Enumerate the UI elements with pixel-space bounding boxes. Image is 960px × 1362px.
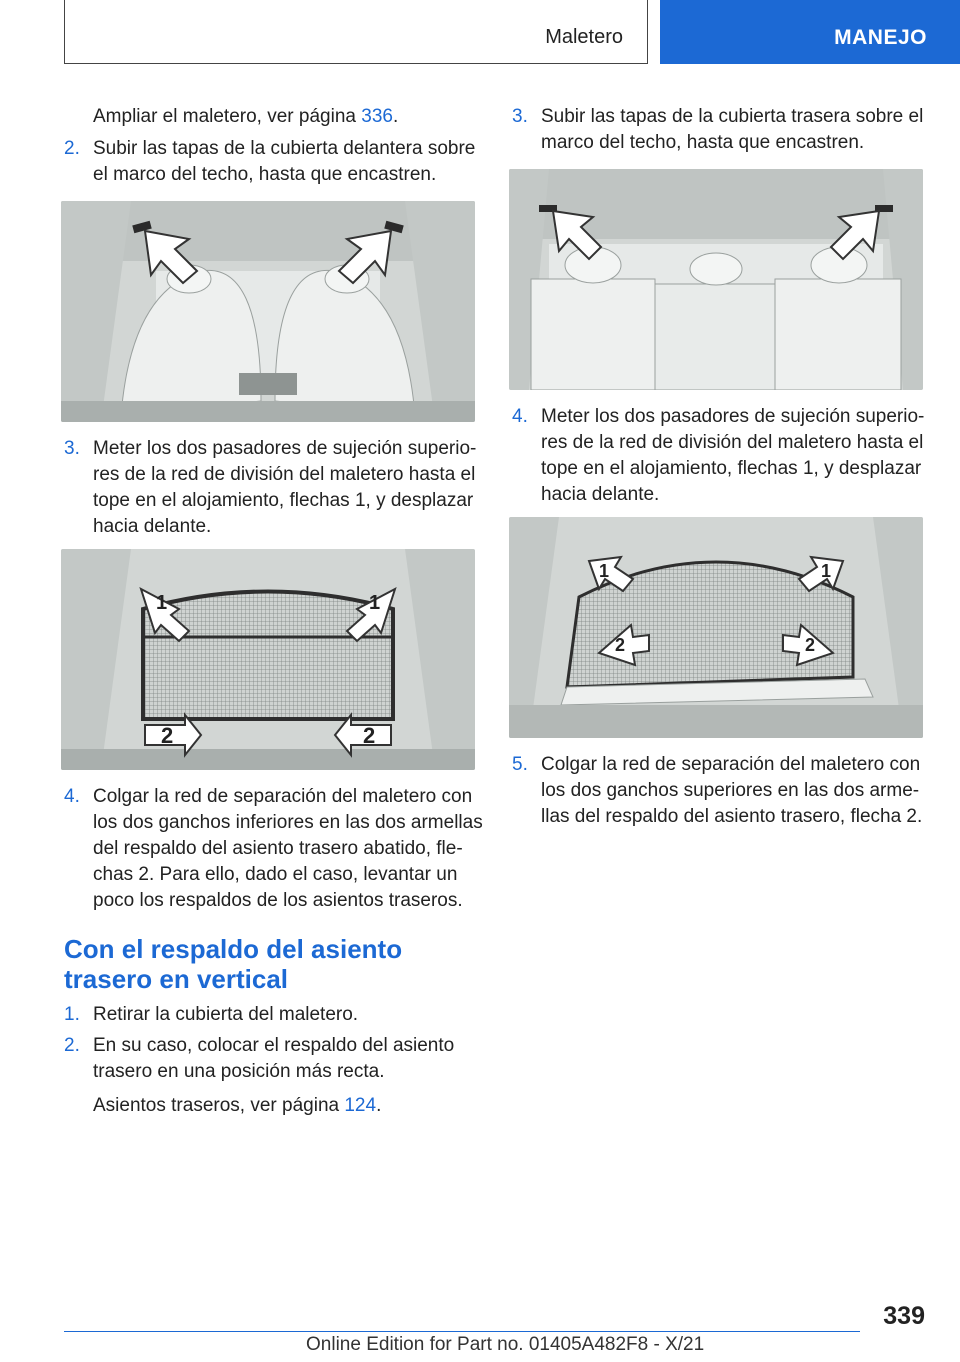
step-line: poco los respaldos de los asientos trase… <box>93 890 463 911</box>
arrow-icon <box>139 586 397 758</box>
step-line: los dos ganchos superiores en las dos ar… <box>541 780 920 801</box>
intro-end: . <box>392 106 399 127</box>
seats-text: Asientos traseros, ver página <box>93 1095 345 1116</box>
step-line: del respaldo del asiento trasero abatido… <box>93 838 463 859</box>
step-line: trasero en una posición más recta. <box>93 1061 385 1082</box>
arrow-icon <box>587 555 845 667</box>
step-line: tope en el alojamiento, flechas 1, y des… <box>541 458 922 479</box>
step-number: 2. <box>64 138 80 159</box>
figure-rear-cover-clips <box>509 169 923 390</box>
arrow-label-2: 2 <box>161 723 173 748</box>
arrow-icon <box>143 229 393 285</box>
step-line: Meter los dos pasadores de sujeción supe… <box>541 406 925 427</box>
header-section-box: Maletero <box>64 0 648 64</box>
seats-reference: Asientos traseros, ver página 124. <box>93 1093 381 1119</box>
step-line: Subir las tapas de la cubierta delantera… <box>93 138 476 159</box>
seats-end: . <box>376 1095 382 1116</box>
figure-net-rear-mount: 1 1 2 2 <box>509 517 923 738</box>
step-line: tope en el alojamiento, flechas 1, y des… <box>93 490 474 511</box>
arrow-label-2: 2 <box>805 635 815 655</box>
figure-front-cover-clips <box>61 201 475 422</box>
step-number: 4. <box>64 786 80 807</box>
arrow-label-1: 1 <box>156 592 167 614</box>
chapter-tab-label: MANEJO <box>834 26 927 49</box>
step-line: los dos ganchos inferiores en las dos ar… <box>93 812 483 833</box>
step-number: 2. <box>64 1035 80 1056</box>
step-line: Meter los dos pasadores de sujeción supe… <box>93 438 477 459</box>
step-line: Retirar la cubierta del maletero. <box>93 1004 359 1025</box>
chapter-tab[interactable]: MANEJO <box>660 0 960 64</box>
page-link-336[interactable]: 336 <box>361 106 393 127</box>
step-line: Subir las tapas de la cubierta trasera s… <box>541 106 924 127</box>
step-line: Colgar la red de separación del maletero… <box>93 786 473 807</box>
footer-divider <box>64 1331 860 1332</box>
intro-text: Ampliar el maletero, ver página <box>93 106 362 127</box>
page-number: 339 <box>883 1302 925 1330</box>
step-line: res de la red de división del maletero h… <box>93 464 476 485</box>
step-line: chas 2. Para ello, dado el caso, levanta… <box>93 864 458 885</box>
arrow-label-1: 1 <box>369 592 380 614</box>
step-line: Colgar la red de separación del maletero… <box>541 754 921 775</box>
step-number: 3. <box>512 106 528 127</box>
heading-line: trasero en vertical <box>64 964 289 994</box>
header-section-title: Maletero <box>545 26 623 48</box>
heading-line: Con el respaldo del asiento <box>64 934 403 964</box>
step-line: hacia delante. <box>93 516 212 537</box>
step-line: En su caso, colocar el respaldo del asie… <box>93 1035 455 1056</box>
figure-net-front-mount: 1 1 2 2 <box>61 549 475 770</box>
step-line: hacia delante. <box>541 484 660 505</box>
footer-edition: Online Edition for Part no. 01405A482F8 … <box>306 1334 705 1355</box>
arrow-label-2: 2 <box>615 635 625 655</box>
step-number: 5. <box>512 754 528 775</box>
arrow-label-1: 1 <box>599 561 609 581</box>
arrow-icon <box>551 209 881 261</box>
step-line: res de la red de división del maletero h… <box>541 432 924 453</box>
step-line: marco del techo, hasta que encastren. <box>541 132 865 153</box>
page-link-124[interactable]: 124 <box>344 1095 377 1116</box>
section-heading: Con el respaldo del asiento trasero en v… <box>64 934 484 994</box>
arrow-label-1: 1 <box>821 561 831 581</box>
intro-paragraph: Ampliar el maletero, ver página 336. <box>93 104 398 130</box>
step-number: 1. <box>64 1004 80 1025</box>
step-number: 4. <box>512 406 528 427</box>
step-line: el marco del techo, hasta que encastren. <box>93 164 437 185</box>
arrow-label-2: 2 <box>363 723 375 748</box>
step-number: 3. <box>64 438 80 459</box>
step-line: llas del respaldo del asiento trasero, f… <box>541 806 923 827</box>
